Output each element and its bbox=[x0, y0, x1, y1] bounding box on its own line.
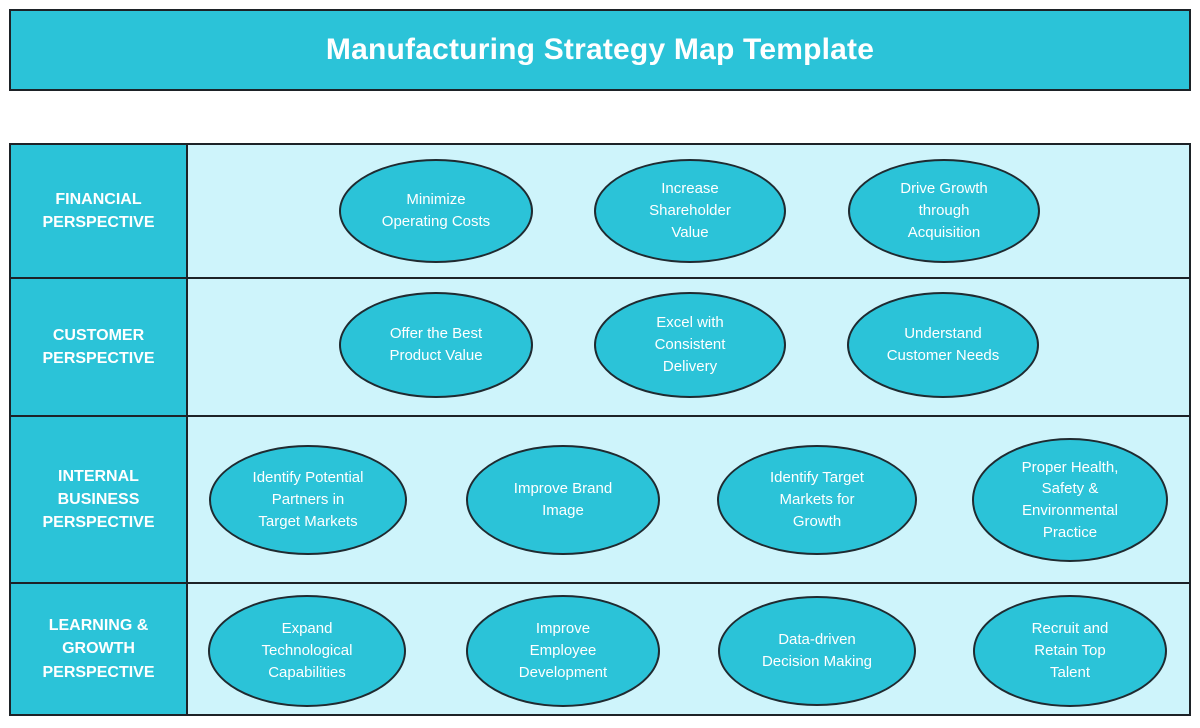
bubble-text: Drive Growth through Acquisition bbox=[900, 180, 988, 241]
row-label-financial: FINANCIAL PERSPECTIVE bbox=[11, 145, 188, 277]
bubble-text: Expand Technological Capabilities bbox=[261, 620, 353, 681]
row-internal-business: INTERNAL BUSINESS PERSPECTIVE Identify P… bbox=[11, 417, 1189, 584]
bubble-text: Identify Target Markets for Growth bbox=[770, 469, 864, 530]
row-content-internal-business: Identify Potential Partners in Target Ma… bbox=[188, 417, 1189, 582]
row-content-customer: Offer the Best Product Value Excel with … bbox=[188, 279, 1189, 415]
strategy-bubble: Minimize Operating Costs bbox=[339, 159, 533, 263]
row-content-learning-growth: Expand Technological Capabilities Improv… bbox=[188, 584, 1189, 714]
bubble-text: Offer the Best Product Value bbox=[389, 325, 483, 364]
row-label-internal-business: INTERNAL BUSINESS PERSPECTIVE bbox=[11, 417, 188, 582]
row-customer: CUSTOMER PERSPECTIVE Offer the Best Prod… bbox=[11, 279, 1189, 417]
strategy-bubble: Drive Growth through Acquisition bbox=[848, 159, 1040, 263]
row-financial: FINANCIAL PERSPECTIVE Minimize Operating… bbox=[11, 145, 1189, 279]
bubble-text: Understand Customer Needs bbox=[886, 325, 1000, 364]
bubble-text: Excel with Consistent Delivery bbox=[654, 314, 726, 375]
strategy-bubble: Understand Customer Needs bbox=[847, 292, 1039, 398]
strategy-bubble: Data-driven Decision Making bbox=[718, 596, 916, 706]
strategy-bubble: Increase Shareholder Value bbox=[594, 159, 786, 263]
strategy-bubble: Offer the Best Product Value bbox=[339, 292, 533, 398]
strategy-bubble: Expand Technological Capabilities bbox=[208, 595, 406, 707]
row-label-customer: CUSTOMER PERSPECTIVE bbox=[11, 279, 188, 415]
strategy-bubble: Improve Employee Development bbox=[466, 595, 660, 707]
page-title: Manufacturing Strategy Map Template bbox=[325, 33, 875, 66]
strategy-bubble: Identify Potential Partners in Target Ma… bbox=[209, 445, 407, 555]
title-banner: Manufacturing Strategy Map Template bbox=[9, 9, 1191, 91]
bubble-text: Data-driven Decision Making bbox=[761, 631, 873, 670]
strategy-map-table: FINANCIAL PERSPECTIVE Minimize Operating… bbox=[9, 143, 1191, 716]
bubble-text: Proper Health, Safety & Environmental Pr… bbox=[1021, 458, 1119, 541]
row-label-learning-growth: LEARNING & GROWTH PERSPECTIVE bbox=[11, 584, 188, 714]
bubble-text: Improve Employee Development bbox=[518, 620, 608, 681]
strategy-bubble: Identify Target Markets for Growth bbox=[717, 445, 917, 555]
bubble-text: Improve Brand Image bbox=[513, 480, 613, 519]
strategy-bubble: Improve Brand Image bbox=[466, 445, 660, 555]
bubble-text: Minimize Operating Costs bbox=[381, 191, 491, 230]
bubble-text: Increase Shareholder Value bbox=[649, 180, 731, 241]
strategy-bubble: Recruit and Retain Top Talent bbox=[973, 595, 1167, 707]
bubble-text: Identify Potential Partners in Target Ma… bbox=[252, 469, 364, 530]
row-learning-growth: LEARNING & GROWTH PERSPECTIVE Expand Tec… bbox=[11, 584, 1189, 714]
strategy-bubble: Excel with Consistent Delivery bbox=[594, 292, 786, 398]
strategy-bubble: Proper Health, Safety & Environmental Pr… bbox=[972, 438, 1168, 562]
bubble-text: Recruit and Retain Top Talent bbox=[1031, 620, 1109, 681]
row-content-financial: Minimize Operating Costs Increase Shareh… bbox=[188, 145, 1189, 277]
